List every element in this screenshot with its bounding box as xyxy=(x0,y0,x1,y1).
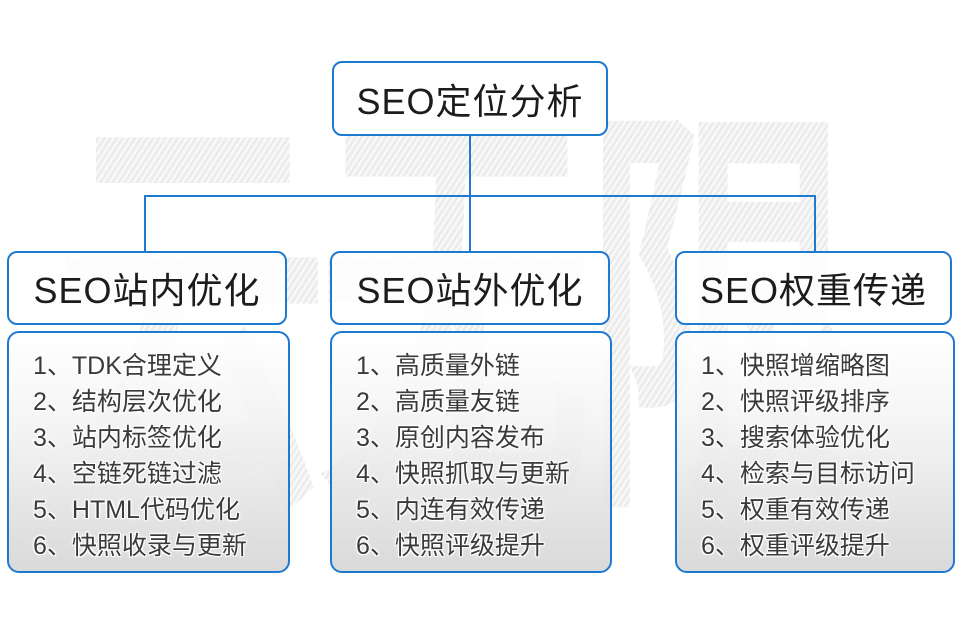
branch-weight-title: SEO权重传递 xyxy=(699,270,928,311)
list-item: 5、权重有效传递 xyxy=(701,496,890,524)
branch-node-weight: SEO权重传递 xyxy=(675,251,952,325)
list-item: 5、HTML代码优化 xyxy=(33,496,240,524)
list-item: 1、快照增缩略图 xyxy=(701,352,890,380)
connector-root-drop xyxy=(469,135,471,197)
offsite-item-list: 1、高质量外链 2、高质量友链 3、原创内容发布 4、快照抓取与更新 5、内连有… xyxy=(332,333,610,564)
branch-node-offsite: SEO站外优化 xyxy=(330,251,610,325)
list-item: 6、快照评级提升 xyxy=(356,532,545,560)
onsite-item-list: 1、TDK合理定义 2、结构层次优化 3、站内标签优化 4、空链死链过滤 5、H… xyxy=(9,333,288,564)
list-item: 5、内连有效传递 xyxy=(356,496,545,524)
connector-drop-right xyxy=(814,195,816,252)
list-panel-offsite: 1、高质量外链 2、高质量友链 3、原创内容发布 4、快照抓取与更新 5、内连有… xyxy=(330,331,612,573)
list-item: 6、快照收录与更新 xyxy=(33,532,247,560)
list-item: 4、快照抓取与更新 xyxy=(356,460,570,488)
list-item: 4、检索与目标访问 xyxy=(701,460,915,488)
connector-drop-middle xyxy=(469,195,471,252)
list-panel-onsite: 1、TDK合理定义 2、结构层次优化 3、站内标签优化 4、空链死链过滤 5、H… xyxy=(7,331,290,573)
branch-onsite-title: SEO站内优化 xyxy=(33,270,261,311)
list-item: 2、结构层次优化 xyxy=(33,388,222,416)
connector-drop-left xyxy=(144,195,146,252)
list-item: 6、权重评级提升 xyxy=(701,532,890,560)
weight-item-list: 1、快照增缩略图 2、快照评级排序 3、搜索体验优化 4、检索与目标访问 5、权… xyxy=(677,333,953,564)
list-item: 3、搜索体验优化 xyxy=(701,424,890,452)
list-item: 2、快照评级排序 xyxy=(701,388,890,416)
connector-horizontal xyxy=(144,195,816,197)
list-panel-weight: 1、快照增缩略图 2、快照评级排序 3、搜索体验优化 4、检索与目标访问 5、权… xyxy=(675,331,955,573)
list-item: 4、空链死链过滤 xyxy=(33,460,222,488)
root-node-title: SEO定位分析 xyxy=(356,80,584,122)
list-item: 3、原创内容发布 xyxy=(356,424,545,452)
list-item: 3、站内标签优化 xyxy=(33,424,222,452)
root-node: SEO定位分析 xyxy=(332,61,608,136)
list-item: 2、高质量友链 xyxy=(356,388,520,416)
list-item: 1、TDK合理定义 xyxy=(33,352,222,380)
list-item: 1、高质量外链 xyxy=(356,352,520,380)
branch-offsite-title: SEO站外优化 xyxy=(356,270,584,311)
branch-node-onsite: SEO站内优化 xyxy=(7,251,287,325)
